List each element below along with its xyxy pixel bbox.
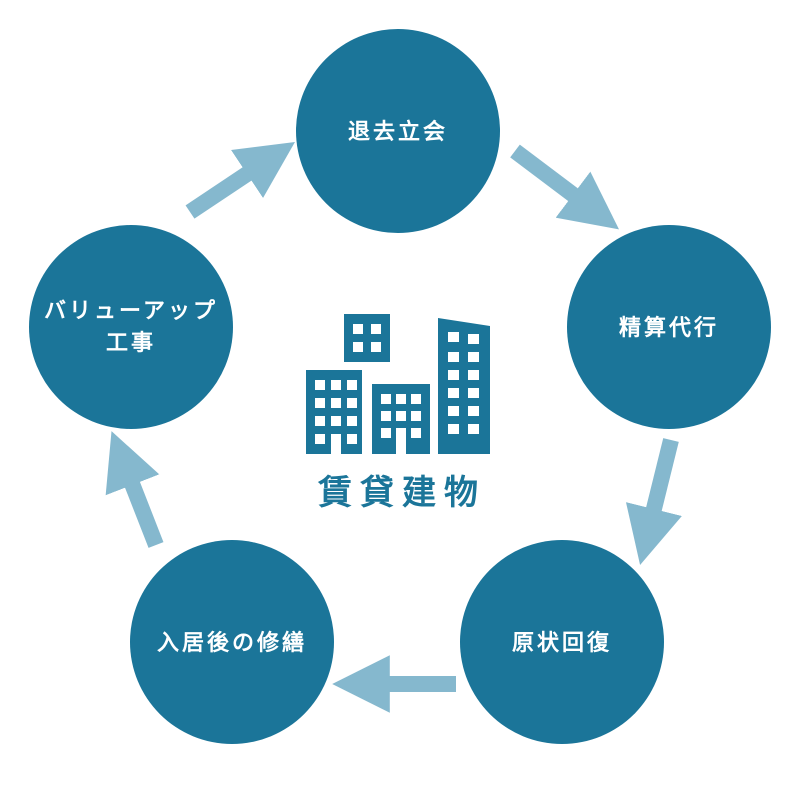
step-label-repair: 入居後の修繕: [157, 630, 307, 656]
step-circle: [567, 225, 771, 429]
step-circle: [130, 540, 334, 744]
step-label-settlement: 精算代行: [619, 315, 719, 341]
arrow-value-up-to-move-out: [185, 142, 295, 219]
step-label-value-up-line1: バリューアップ: [44, 299, 218, 324]
cycle-node-settlement: 精算代行: [567, 225, 771, 429]
step-label-restoration: 原状回復: [512, 630, 612, 656]
cycle-node-value-up: バリューアップ 工事: [29, 225, 233, 429]
step-circle: [29, 225, 233, 429]
cycle-node-restoration: 原状回復: [460, 540, 664, 744]
cycle-arrows: [105, 142, 682, 713]
step-circle: [460, 540, 664, 744]
step-label-move-out: 退去立会: [348, 119, 448, 145]
cycle-node-move-out: 退去立会: [296, 29, 500, 233]
arrow-settlement-to-restoration: [625, 438, 682, 565]
buildings-icon: [306, 314, 490, 454]
center-label: 賃貸建物: [317, 473, 486, 513]
arrow-repair-to-value-up: [105, 431, 164, 548]
arrow-move-out-to-settlement: [510, 144, 620, 230]
step-circle: [296, 29, 500, 233]
cycle-node-repair: 入居後の修繕: [130, 540, 334, 744]
step-label-value-up-line2: 工事: [106, 330, 156, 356]
